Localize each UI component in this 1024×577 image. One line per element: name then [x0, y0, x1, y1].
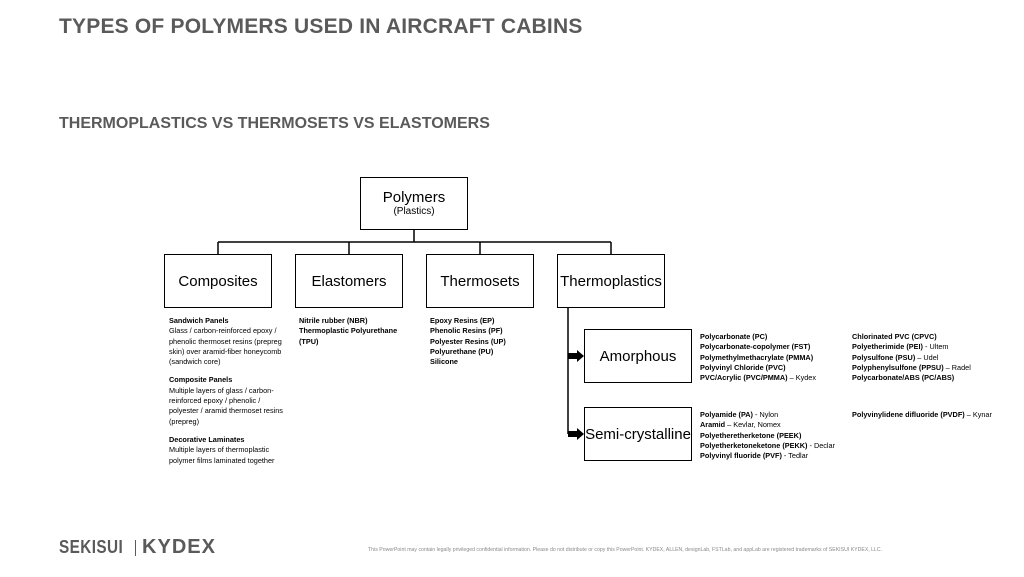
list-item: Epoxy Resins (EP): [430, 316, 495, 325]
list-item: Polyester Resins (UP): [430, 336, 506, 346]
list-item: (TPU): [299, 336, 319, 346]
composites-list: Sandwich Panels Glass / carbon-reinforce…: [169, 316, 304, 474]
brand-logo: SEKISUI KYDEX: [59, 536, 216, 559]
list-item: Polyetheretherketone (PEEK): [700, 430, 802, 440]
amorphous-list-col1: Polycarbonate (PC) Polycarbonate-copolym…: [700, 332, 845, 383]
composite-group: Decorative Laminates Multiple layers of …: [169, 435, 304, 466]
group-line: phenolic thermoset resins (prepreg: [169, 336, 282, 346]
group-heading: Sandwich Panels: [169, 316, 229, 325]
list-item: Polycarbonate/ABS (PC/ABS): [852, 373, 955, 383]
root-label: Polymers: [382, 189, 446, 206]
group-line: Glass / carbon-reinforced epoxy /: [169, 326, 277, 336]
logo-divider: [134, 539, 137, 556]
thermosets-list: Epoxy Resins (EP) Phenolic Resins (PF) P…: [430, 316, 540, 367]
group-line: Multiple layers of thermoplastic: [169, 445, 270, 455]
list-item: Polyvinylidene difluoride (PVDF) – Kynar: [852, 410, 992, 419]
page-title: TYPES OF POLYMERS USED IN AIRCRAFT CABIN…: [59, 15, 583, 38]
list-item: Aramid – Kevlar, Nomex: [700, 420, 781, 430]
amorphous-label: Amorphous: [599, 347, 677, 365]
elastomers-list: Nitrile rubber (NBR) Thermoplastic Polyu…: [299, 316, 419, 347]
group-line: reinforced epoxy / phenolic /: [169, 396, 261, 406]
thermosets-label: Thermosets: [440, 272, 520, 290]
group-line: polyester / aramid thermoset resins: [169, 406, 283, 416]
list-item: Polysulfone (PSU) – Udel: [852, 352, 939, 362]
arrow-to-amorphous: [568, 350, 584, 362]
composite-group: Composite Panels Multiple layers of glas…: [169, 375, 304, 426]
semicrystalline-list-col2: Polyvinylidene difluoride (PVDF) – Kynar: [852, 410, 1012, 420]
list-item: Polyvinyl Chloride (PVC): [700, 362, 786, 372]
group-line: (sandwich core): [169, 357, 221, 367]
polymers-root-box: Polymers (Plastics): [360, 177, 468, 230]
list-item: Nitrile rubber (NBR): [299, 316, 368, 325]
root-sublabel: (Plastics): [393, 206, 435, 217]
group-line: polymer films laminated together: [169, 455, 275, 465]
list-item: Polyetherketoneketone (PEKK) - Declar: [700, 440, 836, 450]
group-heading: Decorative Laminates: [169, 434, 245, 444]
list-item: Thermoplastic Polyurethane: [299, 326, 398, 336]
composite-group: Sandwich Panels Glass / carbon-reinforce…: [169, 316, 304, 367]
arrow-to-semicrystalline: [568, 428, 584, 440]
amorphous-list-col2: Chlorinated PVC (CPVC) Polyetherimide (P…: [852, 332, 1012, 383]
list-item: Polyetherimide (PEI) - Ultem: [852, 342, 949, 352]
list-item: Polycarbonate-copolymer (FST): [700, 342, 811, 352]
group-line: Multiple layers of glass / carbon-: [169, 385, 274, 395]
elastomers-label: Elastomers: [311, 272, 387, 290]
list-item: Polymethylmethacrylate (PMMA): [700, 352, 814, 362]
logo-kydex-text: KYDEX: [142, 536, 216, 558]
group-line: skin) over aramid-fiber honeycomb: [169, 346, 282, 356]
list-item: Silicone: [430, 357, 458, 367]
semicrystalline-box: Semi-crystalline: [584, 407, 692, 461]
composites-box: Composites: [164, 254, 272, 308]
thermoplastics-label: Thermoplastics: [560, 272, 662, 290]
legal-disclaimer: This PowerPoint may contain legally priv…: [368, 547, 883, 553]
amorphous-box: Amorphous: [584, 329, 692, 383]
thermoplastics-box: Thermoplastics: [557, 254, 665, 308]
list-item: Phenolic Resins (PF): [430, 326, 503, 336]
page-subtitle: THERMOPLASTICS VS THERMOSETS VS ELASTOME…: [59, 115, 490, 132]
list-item: PVC/Acrylic (PVC/PMMA) – Kydex: [700, 373, 816, 383]
group-line: (prepreg): [169, 416, 200, 426]
list-item: Polyvinyl fluoride (PVF) - Tedlar: [700, 451, 809, 461]
thermosets-box: Thermosets: [426, 254, 534, 308]
semicrystalline-list-col1: Polyamide (PA) - Nylon Aramid – Kevlar, …: [700, 410, 845, 461]
group-heading: Composite Panels: [169, 375, 233, 385]
logo-sekisui-text: SEKISUI: [59, 537, 124, 557]
list-item: Polyamide (PA) - Nylon: [700, 410, 779, 419]
list-item: Polyphenylsulfone (PPSU) – Radel: [852, 362, 971, 372]
elastomers-box: Elastomers: [295, 254, 403, 308]
list-item: Polyurethane (PU): [430, 346, 494, 356]
list-item: Polycarbonate (PC): [700, 332, 768, 341]
composites-label: Composites: [178, 272, 258, 290]
semicrystalline-label: Semi-crystalline: [585, 425, 691, 443]
list-item: Chlorinated PVC (CPVC): [852, 332, 937, 341]
